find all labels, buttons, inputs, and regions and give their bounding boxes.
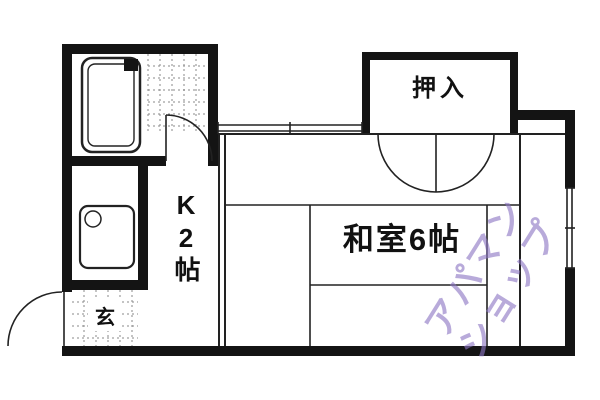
- top-window-icon: [217, 122, 363, 134]
- bathtub-icon: [80, 56, 142, 154]
- closet-label: 押入: [412, 75, 468, 102]
- main-room-label: 和室6帖: [342, 222, 462, 257]
- partition-lines: [218, 133, 565, 346]
- right-window-icon: [565, 187, 575, 269]
- bathroom-door-icon: [165, 114, 213, 162]
- walls: [62, 44, 575, 356]
- closet-doors-icon: [377, 133, 495, 193]
- sink-icon: [78, 204, 136, 270]
- entrance-door-icon: [7, 291, 65, 347]
- bath-tile-grid: [147, 54, 208, 134]
- tatami-lines: [225, 204, 520, 346]
- kitchen-label: K2帖: [171, 190, 201, 285]
- entrance-label: 玄: [88, 300, 122, 331]
- entrance-tile-grid: [72, 290, 138, 346]
